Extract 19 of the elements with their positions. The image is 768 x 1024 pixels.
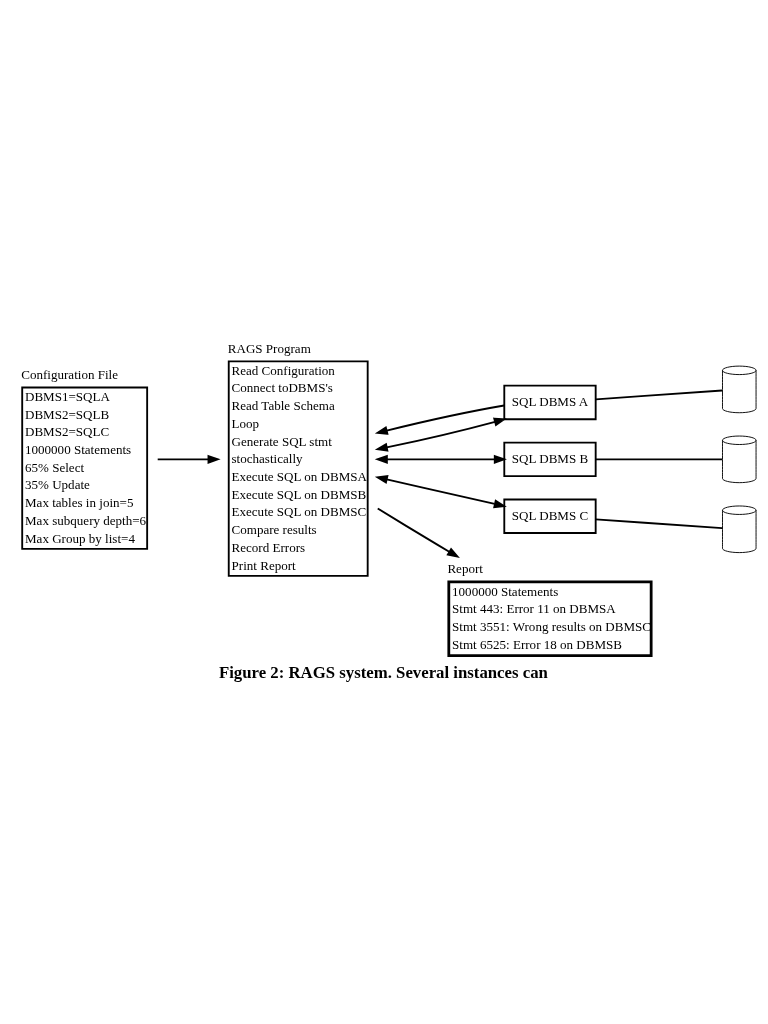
node-box: DBMS1=SQLA DBMS2=SQLB DBMS2=SQLC 1000000 Statements 65% Select 35% Update Max tables in join=5 Max subquery depth=6 Max Group by list=4 [21,386,149,550]
arrow [374,474,507,508]
arrow [374,404,505,435]
node-box: SQL DBMS B [503,441,597,477]
node-box: Read Configuration Connect toDBMS's Read Table Schema Loop Generate SQL stmt stochastically Execute SQL on DBMSA Execute SQL on DBMSB Execute SQL on DBMSC Compare results Record Errors Print Report [227,360,369,577]
node-label: Configuration File [21,366,119,382]
node-box: SQL DBMS C [503,498,597,534]
node-box: 1000000 Statements Stmt 443: Error 11 on DBMSA Stmt 3551: Wrong results on DBMSC Stmt 6525: Error 18 on DBMSB [447,580,653,657]
connector [594,457,724,460]
arrow [376,507,460,558]
node-box: SQL DBMS A [503,384,597,420]
node-label: RAGS Program [227,340,311,356]
arrow [374,417,507,452]
arrow [156,454,221,464]
connector [594,389,724,400]
arrow [374,454,507,464]
connector [594,517,724,529]
caption: Figure 2: RAGS system. Several instances can [218,662,548,682]
node-label: Report [447,560,483,576]
